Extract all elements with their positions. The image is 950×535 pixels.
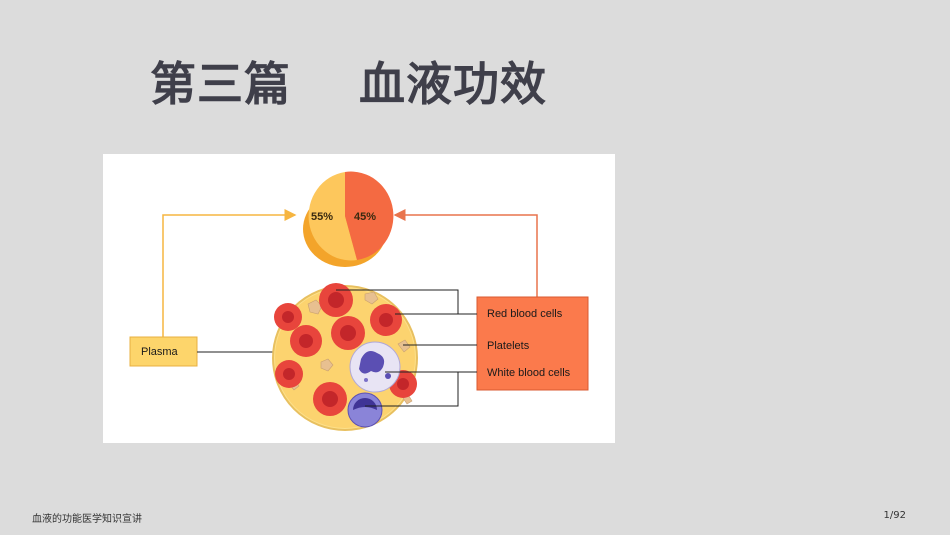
platelets-label: Platelets <box>487 340 530 352</box>
cells-box: Red blood cells Platelets White blood ce… <box>476 296 589 391</box>
slide-title: 第三篇 血液功效 <box>150 57 548 111</box>
pie-label-plasma: 55% <box>311 211 333 223</box>
white-blood-cells <box>347 341 401 428</box>
white-blood-cells-label: White blood cells <box>487 367 571 379</box>
blood-sample-circle <box>272 283 418 431</box>
red-blood-cells <box>274 283 417 416</box>
cells-arrow <box>393 209 538 297</box>
leader-lines <box>336 289 477 407</box>
plasma-arrow <box>162 209 297 337</box>
page-number: 1/92 <box>883 510 906 521</box>
plasma-box: Plasma <box>129 336 198 367</box>
pie-label-cells: 45% <box>354 211 376 223</box>
plasma-label: Plasma <box>141 346 179 358</box>
pie-slice-cells <box>345 171 394 260</box>
pie-slice-plasma <box>308 172 357 261</box>
pie-chart: 55% 45% <box>303 171 394 267</box>
red-blood-cells-label: Red blood cells <box>487 308 563 320</box>
diagram-svg: 55% 45% Plasma Red blood cells Platelets… <box>129 171 589 431</box>
footer-caption: 血液的功能医学知识宣讲 <box>32 514 142 525</box>
blood-composition-diagram: 55% 45% Plasma Red blood cells Platelets… <box>103 154 615 443</box>
